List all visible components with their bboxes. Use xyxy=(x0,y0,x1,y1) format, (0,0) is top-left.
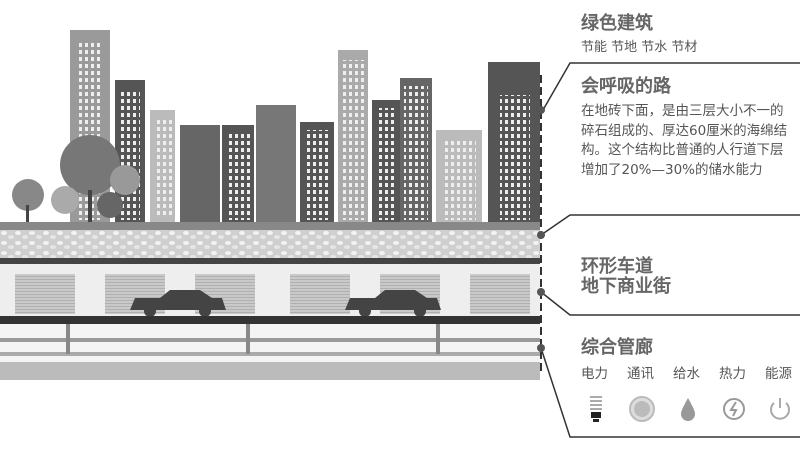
underground-street xyxy=(0,264,540,316)
underground-mall-label: 地下商业街 xyxy=(581,276,671,297)
trees xyxy=(12,135,140,225)
power-icon xyxy=(770,398,790,420)
car xyxy=(345,290,441,317)
green-building-title: 绿色建筑 xyxy=(581,13,653,34)
utility-tunnel-pipes xyxy=(0,324,540,380)
green-building-subtitle: 节能 节地 节水 节材 xyxy=(581,40,698,55)
gravel-layer xyxy=(0,230,540,258)
globe-icon xyxy=(629,396,655,422)
utility-list: 电力 通讯 给水 热力 能源 xyxy=(581,362,800,424)
utility-heat: 热力 xyxy=(719,362,765,424)
breathing-road-description: 在地砖下面，是由三层大小不一的碎石组成的、厚达60厘米的海绵结构。这个结构比普通… xyxy=(581,103,788,178)
car xyxy=(130,290,226,317)
breathing-road-title: 会呼吸的路 xyxy=(581,76,671,97)
utility-tunnel-title: 综合管廊 xyxy=(581,337,653,358)
water-drop-icon xyxy=(681,398,695,421)
utility-water: 给水 xyxy=(673,362,719,424)
callout-lines xyxy=(540,62,800,438)
light-bulb-icon xyxy=(590,396,602,422)
sun-lightning-icon xyxy=(723,398,745,420)
utility-power: 电力 xyxy=(581,362,627,424)
utility-energy: 能源 xyxy=(765,362,800,424)
utility-telecom: 通讯 xyxy=(627,362,673,424)
buildings xyxy=(70,30,540,225)
sidewalk xyxy=(0,222,540,230)
ring-road-label: 环形车道 xyxy=(581,256,653,277)
